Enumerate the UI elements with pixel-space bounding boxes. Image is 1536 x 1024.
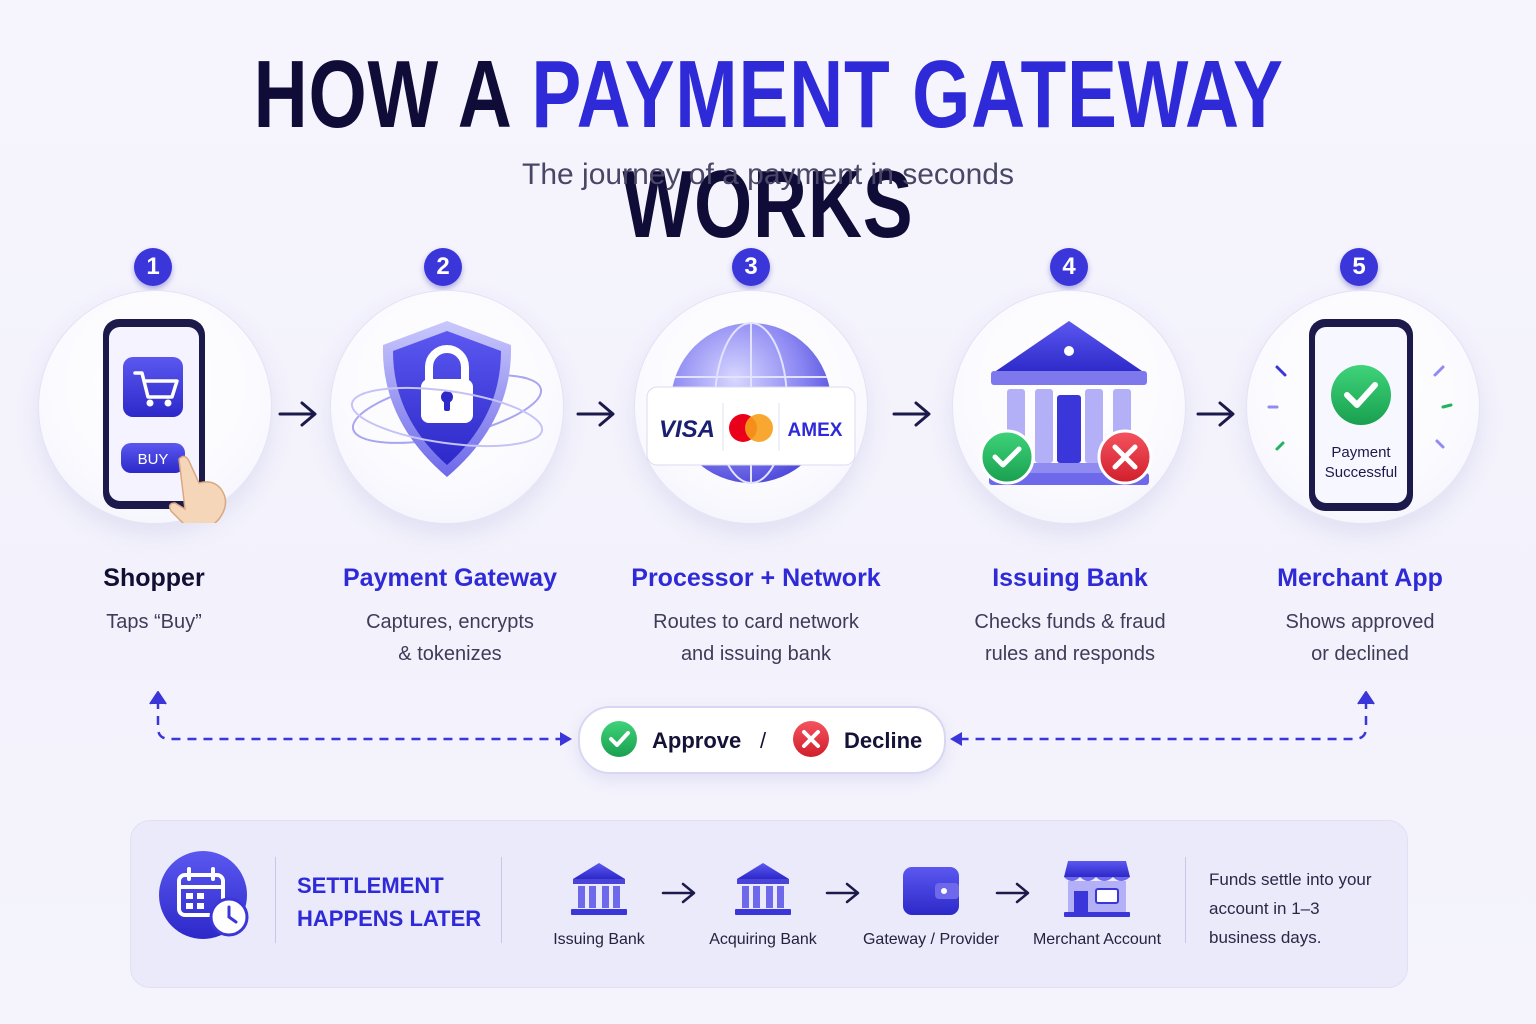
step-desc-line: rules and responds bbox=[984, 643, 1156, 665]
screen-text: Successful bbox=[1325, 464, 1398, 481]
flow-arrow-icon bbox=[825, 882, 860, 904]
step-number-badge: 3 bbox=[732, 248, 770, 286]
flow-arrow-icon bbox=[1196, 401, 1235, 427]
approve-label: Approve bbox=[652, 728, 742, 753]
step-title: Issuing Bank bbox=[992, 564, 1148, 592]
step-description: Checks funds & fraud rules and responds bbox=[920, 606, 1220, 670]
step-number-badge: 5 bbox=[1340, 248, 1378, 286]
step-number-badge: 1 bbox=[134, 248, 172, 286]
title-part1: HOW A bbox=[253, 41, 510, 148]
storefront-icon bbox=[1064, 861, 1130, 917]
step-description: Shows approved or declined bbox=[1210, 606, 1510, 670]
arrow-right-icon bbox=[560, 732, 572, 746]
settlement-panel: SETTLEMENT HAPPENS LATER Issuing Bank Ac… bbox=[130, 820, 1408, 988]
step-title: Processor + Network bbox=[631, 564, 881, 592]
check-circle-icon bbox=[601, 721, 637, 757]
arrow-left-icon bbox=[950, 732, 962, 746]
step-description: Routes to card network and issuing bank bbox=[606, 606, 906, 670]
step-desc-line: Checks funds & fraud bbox=[974, 611, 1166, 633]
bank-icon bbox=[979, 321, 1153, 485]
settlement-note: Funds settle into your account in 1–3 bu… bbox=[1209, 870, 1372, 947]
flow-arrow-icon bbox=[576, 401, 615, 427]
buy-button-label: BUY bbox=[138, 451, 169, 468]
response-dashed-arrows bbox=[149, 691, 1375, 746]
step-desc-line: Taps “Buy” bbox=[106, 611, 202, 633]
page-subtitle: The journey of a payment in seconds bbox=[522, 158, 1014, 191]
flow-arrow-icon bbox=[995, 882, 1030, 904]
screen-text: Payment bbox=[1331, 444, 1391, 461]
x-circle-icon bbox=[793, 721, 829, 757]
separator: / bbox=[760, 728, 767, 753]
approve-decline-pill: Approve / Decline bbox=[578, 706, 946, 774]
step-title: Payment Gateway bbox=[343, 564, 557, 592]
amex-logo: AMEX bbox=[788, 420, 843, 441]
bank-icon bbox=[735, 863, 791, 915]
step-desc-line: Shows approved bbox=[1285, 611, 1435, 633]
step-desc-line: or declined bbox=[1311, 643, 1409, 665]
arrow-up-icon bbox=[1357, 691, 1375, 705]
step-description: Captures, encrypts & tokenizes bbox=[300, 606, 600, 670]
globe-cards-icon: VISA AMEX bbox=[646, 322, 856, 484]
flow-arrow-icon bbox=[661, 882, 696, 904]
step-title: Shopper bbox=[103, 564, 205, 592]
flow-arrow-icon bbox=[892, 401, 931, 427]
step-number-badge: 4 bbox=[1050, 248, 1088, 286]
step-number-badge: 2 bbox=[424, 248, 462, 286]
bank-icon bbox=[571, 863, 627, 915]
visa-logo: VISA bbox=[659, 416, 715, 443]
wallet-icon bbox=[903, 867, 959, 915]
step-desc-line: and issuing bank bbox=[680, 643, 832, 665]
step-desc-line: Captures, encrypts bbox=[366, 611, 534, 633]
step-description: Taps “Buy” bbox=[4, 606, 304, 638]
step-desc-line: & tokenizes bbox=[398, 643, 502, 665]
decline-label: Decline bbox=[844, 728, 923, 753]
settlement-label: SETTLEMENT HAPPENS LATER bbox=[297, 873, 482, 931]
flow-arrow-icon bbox=[278, 401, 317, 427]
step-desc-line: Routes to card network bbox=[653, 611, 859, 633]
calendar-clock-icon bbox=[159, 851, 249, 939]
arrow-up-icon bbox=[149, 691, 167, 705]
title-accent: PAYMENT GATEWAY bbox=[531, 41, 1283, 148]
step-title: Merchant App bbox=[1277, 564, 1443, 592]
phone-cart-icon: BUY bbox=[103, 319, 227, 523]
phone-success-icon: Payment Successful bbox=[1267, 319, 1453, 511]
page-title: HOW A PAYMENT GATEWAY WORKS bbox=[169, 40, 1367, 260]
shield-lock-icon bbox=[350, 321, 544, 477]
title-part2: WORKS bbox=[622, 151, 914, 258]
